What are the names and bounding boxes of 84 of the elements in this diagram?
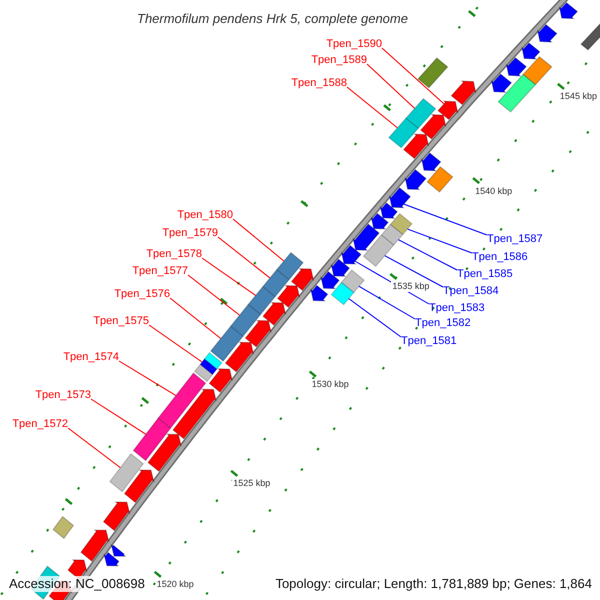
gene-block: [426, 166, 454, 193]
gene-feature: [388, 117, 430, 160]
leader-line: [403, 204, 488, 236]
scale-label: 1545 kbp: [558, 91, 598, 102]
gene-label: Tpen_1577: [132, 264, 188, 278]
gene-label: Tpen_1584: [443, 284, 499, 298]
gene-label: Tpen_1572: [12, 417, 68, 431]
leader-line: [232, 218, 284, 262]
leader-line: [148, 324, 203, 362]
gene-label: Tpen_1575: [93, 314, 149, 328]
gene-feature: [320, 270, 355, 306]
gene-label: Tpen_1588: [291, 76, 347, 90]
gene-feature: [194, 352, 234, 393]
gene-label: Tpen_1587: [487, 232, 543, 246]
gene-feature: [103, 552, 120, 566]
gene-feature: [230, 304, 272, 348]
gene-feature: [420, 152, 442, 172]
gene-feature: [558, 2, 578, 20]
gene-label: Tpen_1590: [326, 37, 382, 51]
leader-line: [366, 64, 416, 109]
gene-label: Tpen_1589: [311, 53, 367, 67]
gene-feature: [109, 452, 155, 504]
gene-feature: [380, 202, 413, 236]
gene-feature: [352, 223, 394, 268]
gene-block: [580, 23, 600, 51]
gene-block: [417, 57, 448, 88]
gene-feature: [405, 98, 446, 140]
leader-line: [202, 258, 256, 296]
leader-line: [118, 360, 176, 396]
gene-feature: [262, 268, 300, 308]
gene-feature: [158, 372, 217, 440]
title: Thermofilum pendens Hrk 5, complete genome: [137, 10, 408, 28]
leader-line: [218, 236, 270, 278]
scale-label: 1535 kbp: [391, 281, 430, 292]
gene-feature: [506, 57, 528, 77]
gene-label: Tpen_1573: [35, 388, 91, 402]
gene-feature: [80, 530, 110, 562]
leader-line: [90, 398, 146, 435]
gene-feature: [388, 187, 412, 208]
gene-block: [52, 516, 74, 540]
gene-feature: [437, 100, 458, 120]
gene-feature: [521, 42, 541, 60]
leader-line: [348, 298, 402, 338]
leader-line: [188, 274, 240, 316]
genome-info-text: Topology: circular; Length: 1,781,889 bp; Genes: 1,864: [273, 576, 594, 592]
gene-label: Tpen_1586: [472, 250, 528, 264]
leader-line: [382, 48, 444, 104]
gene-feature: [276, 252, 314, 292]
gene-label: Tpen_1574: [63, 350, 119, 364]
gene-feature: [370, 212, 404, 246]
scale-label: 1540 kbp: [474, 186, 514, 197]
gene-label: Tpen_1583: [429, 301, 485, 315]
gene-label: Tpen_1582: [415, 316, 471, 330]
gene-feature: [536, 24, 558, 43]
gene-feature: [210, 325, 254, 373]
leader-line: [68, 428, 121, 468]
gene-block: [497, 74, 536, 113]
gene-feature: [450, 80, 476, 106]
leader-line: [358, 286, 416, 320]
scale-label: 1520 kbp: [156, 579, 195, 590]
gene-label: Tpen_1579: [162, 226, 218, 240]
gene-feature: [490, 73, 512, 93]
gene-feature: [310, 284, 328, 302]
leader-line: [406, 228, 472, 254]
gene-feature: [248, 286, 286, 326]
scale-label: 1525 kbp: [232, 478, 272, 490]
gene-feature: [404, 168, 427, 190]
leader-line: [346, 86, 398, 128]
gene-feature: [330, 258, 365, 294]
scale-label: 1530 kbp: [310, 379, 350, 390]
accession-text: Accession: NC_008698: [7, 576, 147, 592]
gene-feature: [132, 417, 182, 472]
gene-feature: [340, 244, 362, 265]
gene-label: Tpen_1578: [146, 247, 202, 261]
leader-line: [384, 255, 444, 288]
gene-label: Tpen_1576: [114, 287, 170, 301]
gene-block: [522, 56, 553, 86]
gene-label: Tpen_1580: [177, 208, 233, 222]
gene-feature: [110, 543, 127, 557]
gene-feature: [102, 501, 131, 532]
leader-line: [398, 239, 458, 270]
gene-label: Tpen_1585: [457, 267, 513, 281]
gene-label: Tpen_1581: [401, 334, 457, 348]
leader-line: [170, 298, 222, 340]
